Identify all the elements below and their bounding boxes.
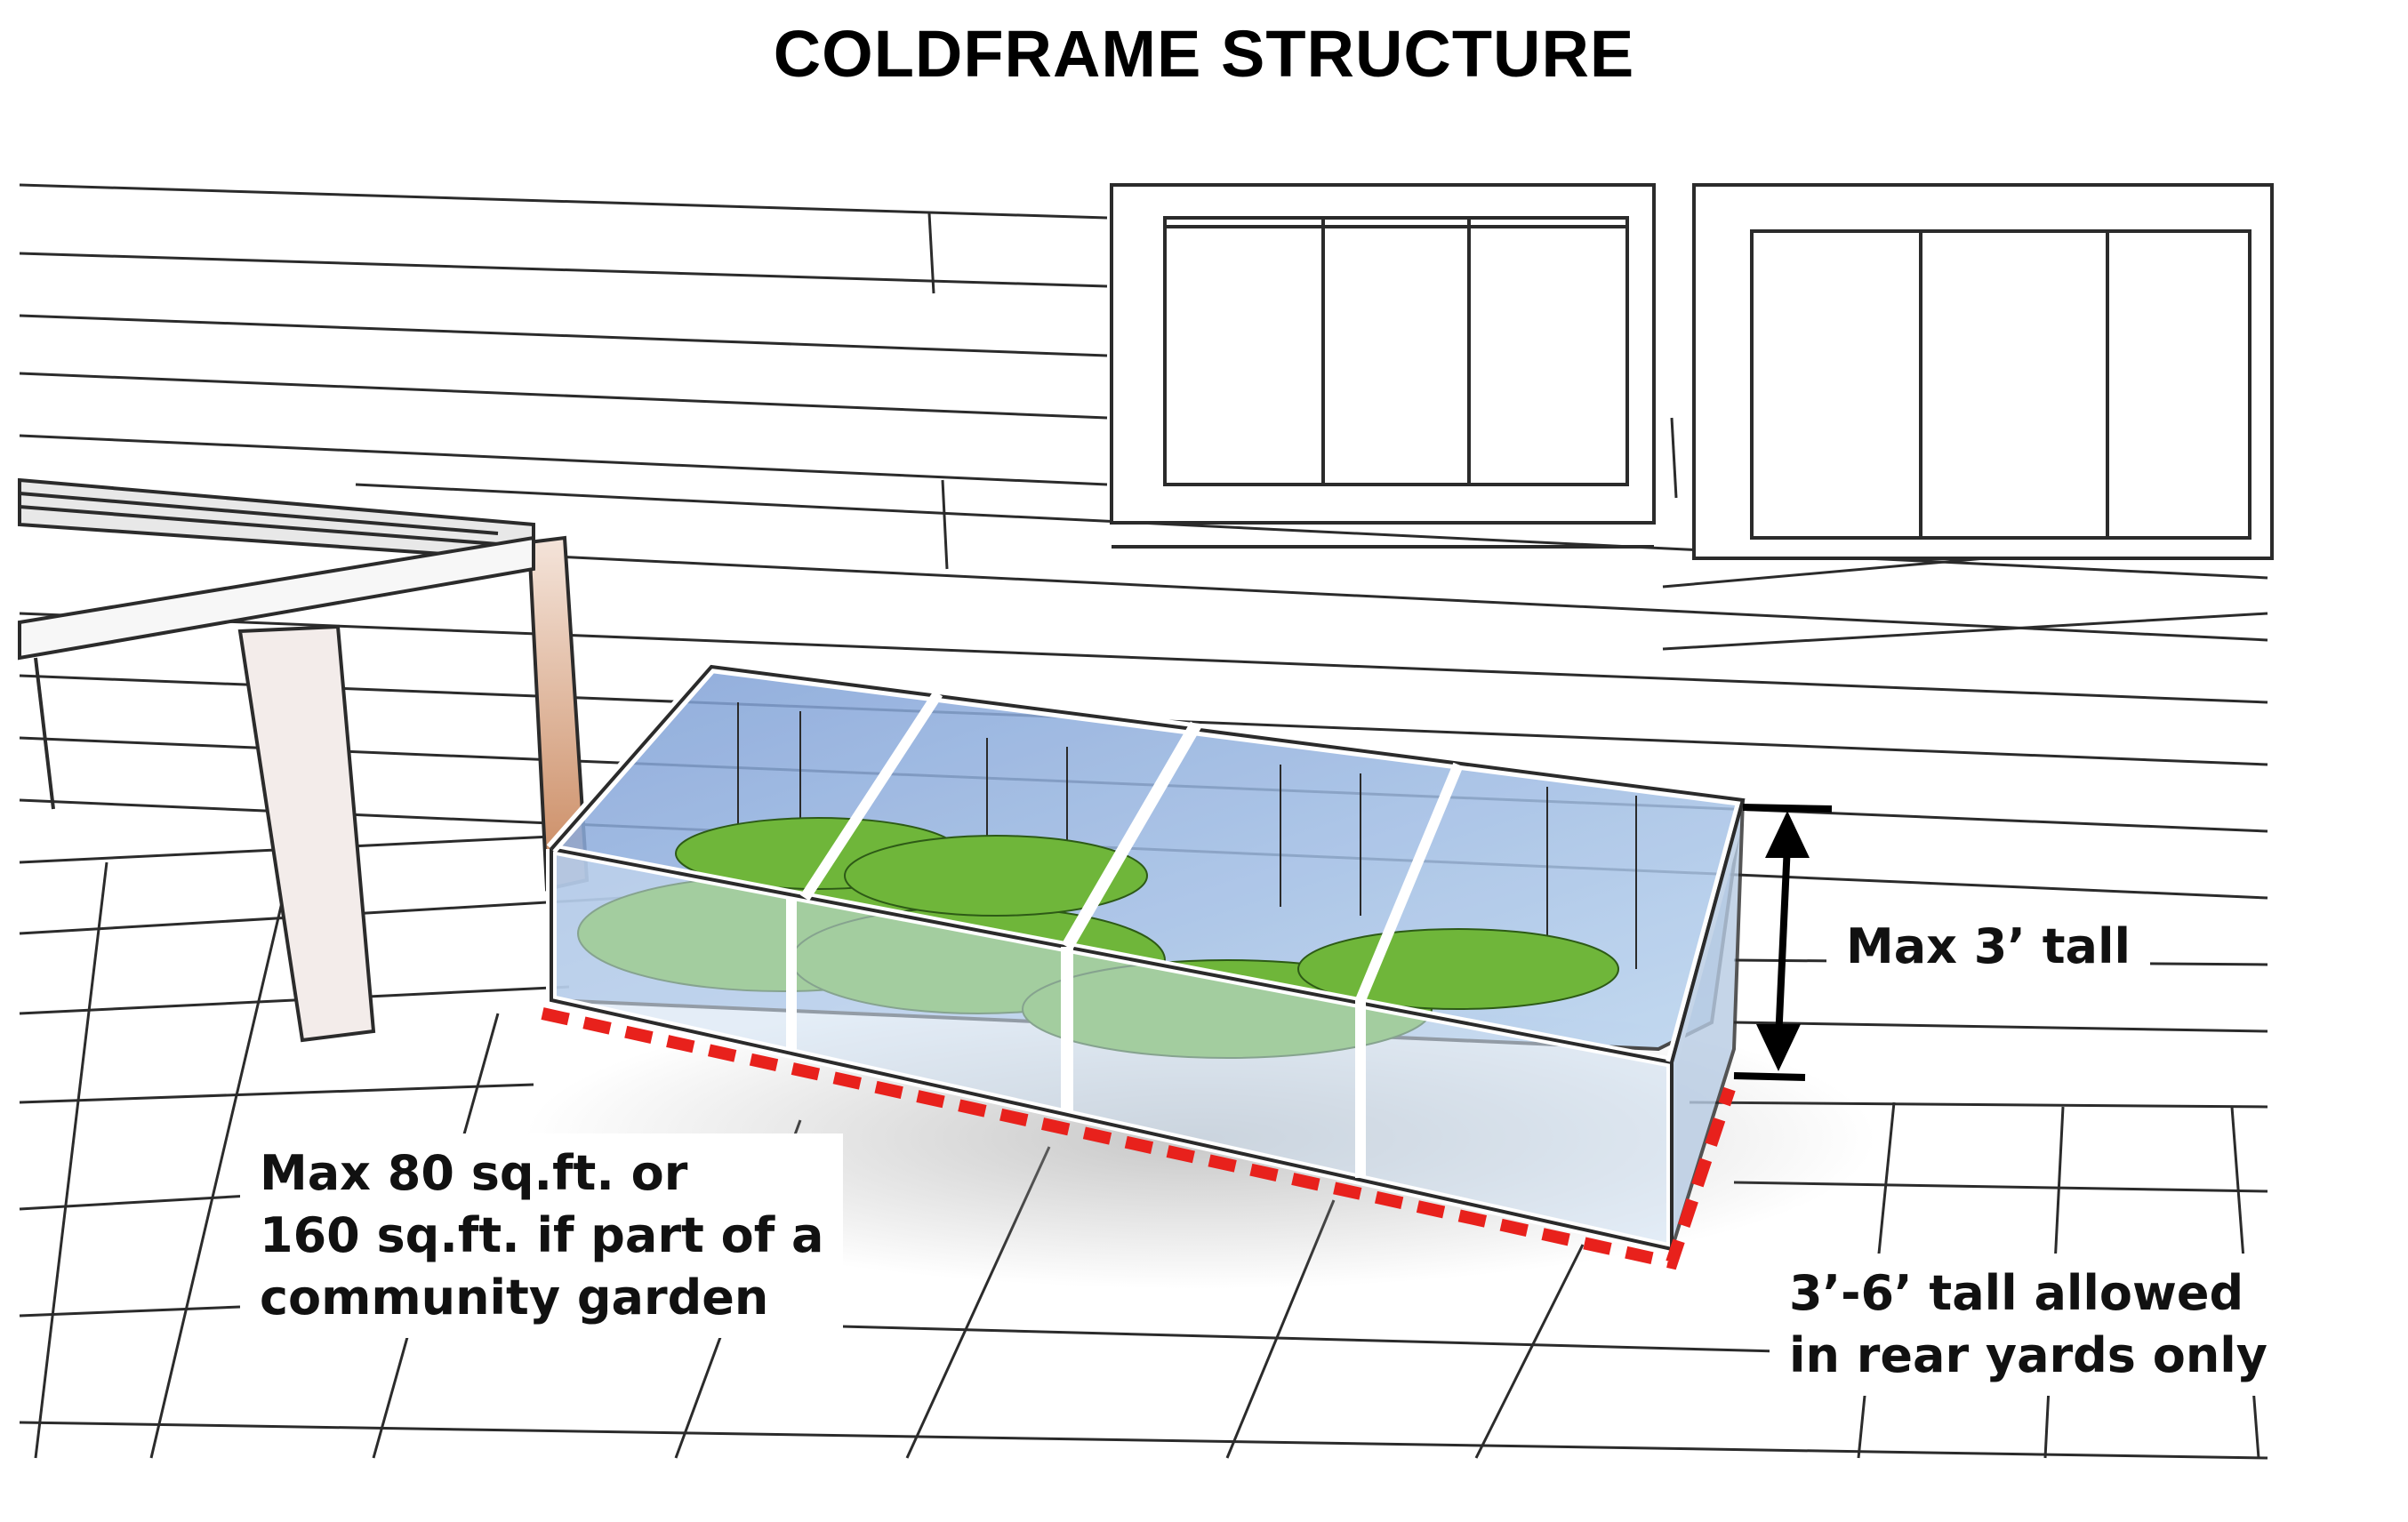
callout-line: 3’-6’ tall allowed bbox=[1789, 1262, 2268, 1325]
window-right bbox=[1694, 185, 2272, 558]
callout-max-height: Max 3’ tall bbox=[1826, 907, 2150, 987]
callout-rear-yard: 3’-6’ tall allowed in rear yards only bbox=[1770, 1254, 2287, 1396]
callout-line: in rear yards only bbox=[1789, 1325, 2268, 1387]
callout-line: Max 80 sq.ft. or bbox=[260, 1142, 823, 1205]
callout-line: 160 sq.ft. if part of a bbox=[260, 1205, 823, 1267]
callout-max-area: Max 80 sq.ft. or 160 sq.ft. if part of a… bbox=[240, 1133, 843, 1338]
window-left bbox=[1112, 185, 1654, 547]
wooden-bench bbox=[20, 480, 587, 1040]
height-dimension-arrow bbox=[1734, 807, 1832, 1077]
callout-line: Max 3’ tall bbox=[1846, 916, 2131, 978]
callout-line: community garden bbox=[260, 1267, 823, 1329]
